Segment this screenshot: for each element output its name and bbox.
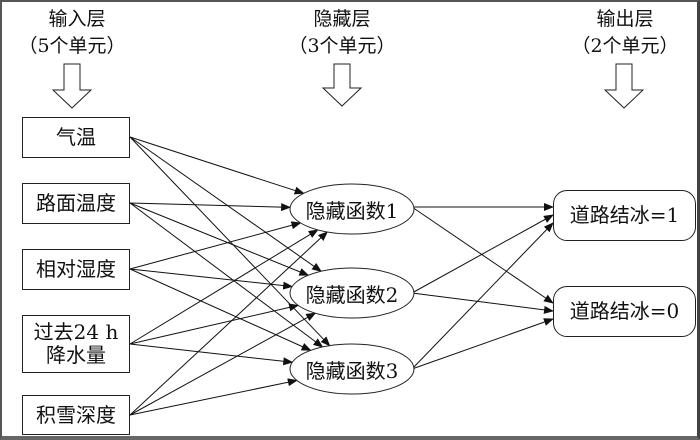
- edge-input3-hidden1: [129, 221, 302, 270]
- input-node-road-temperature: 路面温度: [22, 183, 130, 224]
- input-node-snow-depth: 积雪深度: [22, 395, 130, 435]
- output-layer-title: 输出层: [596, 8, 654, 30]
- input-layer-title: 输入层: [48, 8, 106, 30]
- output-layer-subtitle: （2个单元）: [571, 35, 679, 57]
- output-layer-down-arrow-icon: [603, 63, 645, 109]
- edge-hidden3-output2: [411, 318, 554, 370]
- edge-hidden2-output2: [411, 292, 554, 314]
- input-node-air-temperature: 气温: [22, 117, 130, 158]
- edge-input2-hidden1: [129, 202, 292, 212]
- input-node-relative-humidity: 相对湿度: [22, 249, 130, 290]
- hidden-layer-subtitle: （3个单元）: [288, 35, 396, 57]
- input-layer-down-arrow-icon: [51, 63, 93, 109]
- edge-input3-hidden3: [129, 268, 312, 351]
- hidden-node-1-ellipse: [289, 183, 415, 235]
- hidden-node-2: 隐藏函数2: [305, 282, 399, 307]
- edge-input2-hidden3: [129, 202, 324, 348]
- hidden-layer-title: 隐藏层: [313, 8, 371, 30]
- precipitation-label-line1: 过去24 h: [33, 320, 119, 344]
- precipitation-label-line2: 降水量: [46, 343, 106, 367]
- edge-hidden2-output1: [411, 214, 554, 294]
- edge-input4-hidden3: [129, 343, 294, 366]
- hidden-layer-down-arrow-icon: [321, 63, 363, 107]
- edge-input2-hidden2: [129, 202, 310, 276]
- edge-input3-hidden2: [129, 268, 294, 290]
- hidden-node-2-ellipse: [289, 267, 415, 319]
- output-node-icing-0: 道路结冰=0: [553, 286, 696, 337]
- input-layer-subtitle: （5个单元）: [18, 35, 126, 57]
- hidden-node-1: 隐藏函数1: [305, 198, 399, 223]
- edge-hidden3-output1: [411, 222, 554, 370]
- edge-input1-hidden1: [129, 136, 305, 195]
- hidden-node-3: 隐藏函数3: [305, 358, 399, 383]
- edge-input5-hidden2: [129, 312, 317, 416]
- edge-hidden1-output2: [411, 206, 554, 304]
- input-node-past-24h-precipitation: 过去24 h 降水量: [22, 315, 130, 373]
- edge-input4-hidden2: [129, 303, 300, 345]
- edge-input5-hidden3: [129, 378, 298, 416]
- edge-input5-hidden1: [129, 231, 329, 416]
- edge-input1-hidden2: [129, 136, 322, 272]
- output-node-icing-1: 道路结冰=1: [553, 190, 696, 241]
- edge-input4-hidden1: [129, 229, 319, 345]
- hidden-node-3-ellipse: [289, 343, 415, 395]
